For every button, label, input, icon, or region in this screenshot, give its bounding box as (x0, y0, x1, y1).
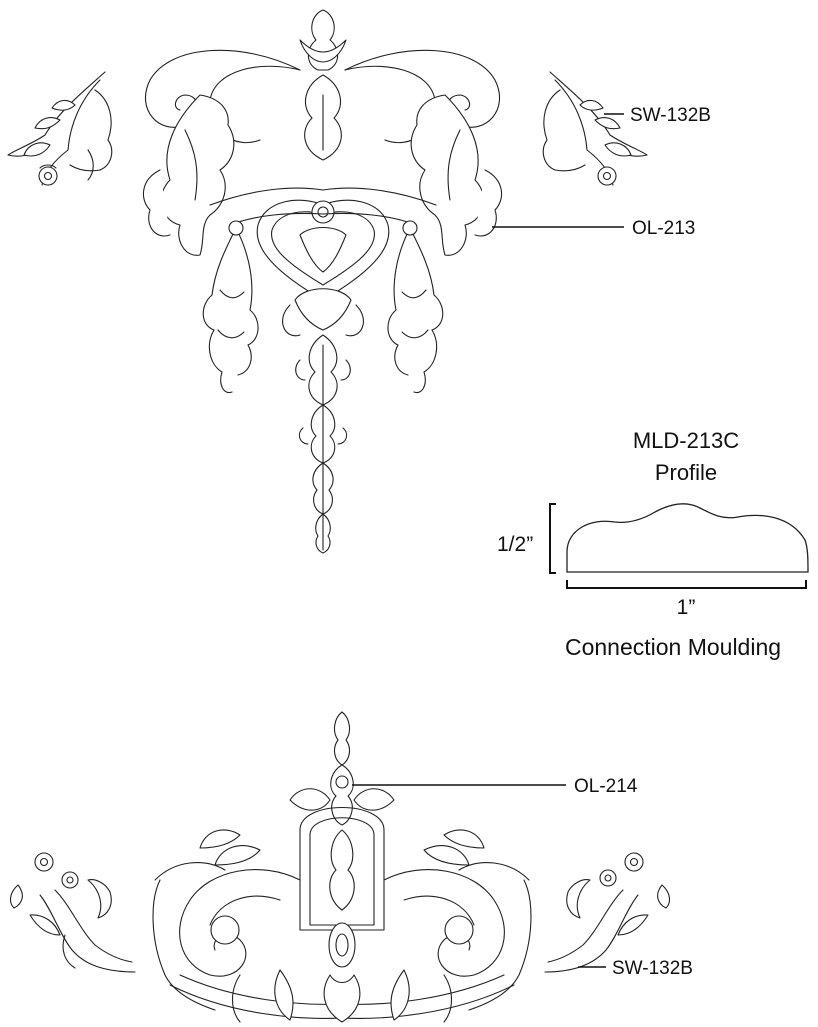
ornament-ol-213 (142, 9, 503, 554)
spray-sw-132b-top-right (542, 71, 648, 186)
width-bracket (566, 580, 807, 589)
spray-sw-132b-top-left (7, 71, 113, 186)
label-ol-214: OL-214 (574, 776, 638, 797)
spray-sw-132b-bottom-left (9, 852, 136, 973)
profile-subtitle: Profile (655, 460, 717, 485)
moulding-profile-shape (566, 503, 809, 573)
spray-sw-132b-bottom-right (544, 852, 671, 973)
height-bracket (549, 503, 556, 574)
label-sw-132b-top: SW-132B (630, 105, 711, 126)
ornament-ol-214 (152, 711, 532, 1023)
profile-width-label: 1” (677, 596, 696, 619)
profile-height-label: 1/2” (497, 533, 533, 556)
label-ol-213: OL-213 (632, 218, 695, 239)
label-sw-132b-bottom: SW-132B (612, 958, 693, 979)
profile-caption: Connection Moulding (565, 634, 781, 660)
profile-title: MLD-213C (633, 428, 739, 453)
